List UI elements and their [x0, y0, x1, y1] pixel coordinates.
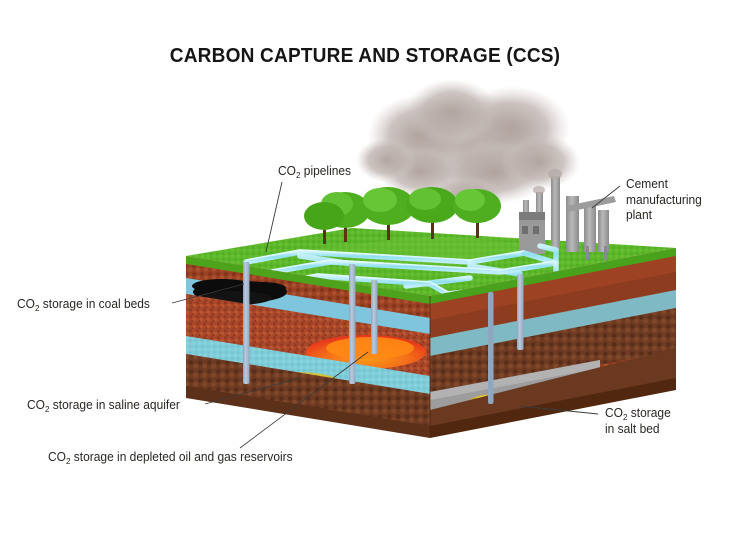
leader-cement: [591, 185, 621, 209]
callout-leader-lines: [171, 181, 621, 449]
subscript: 2: [44, 403, 50, 414]
depleted-oil-gas-reservoir: [306, 335, 426, 369]
label-line: in salt bed: [605, 422, 660, 437]
leader-depleted: [239, 351, 369, 449]
label-text: CO: [278, 164, 296, 178]
label-text: storage in coal beds: [39, 297, 150, 311]
label-co2-storage-saline-aquifer: CO2 storage in saline aquifer: [27, 398, 180, 414]
label-line: CO2 storage: [605, 406, 710, 422]
subscript: 2: [34, 302, 40, 313]
label-co2-storage-depleted-reservoirs: CO2 storage in depleted oil and gas rese…: [48, 450, 293, 466]
label-text: CO: [17, 297, 35, 311]
label-line: plant: [626, 208, 652, 223]
subscript: 2: [65, 455, 71, 466]
block-bottom-edge-right: [430, 378, 676, 438]
leader-coal-beds: [171, 283, 245, 304]
page-title: CARBON CAPTURE AND STORAGE (CCS): [169, 44, 561, 67]
leader-salt-bed: [519, 405, 599, 415]
label-text: CO: [48, 450, 66, 464]
label-line: Cement: [626, 177, 668, 191]
injection-wells: [243, 262, 524, 404]
label-co2-storage-salt-bed: CO2 storage in salt bed: [605, 406, 710, 437]
label-text: storage in saline aquifer: [49, 398, 180, 412]
tree-row: [304, 187, 501, 244]
label-text: pipelines: [300, 164, 352, 178]
leader-pipelines: [265, 181, 283, 253]
smoke-plume: [356, 79, 580, 216]
subscript: 2: [295, 169, 301, 180]
leader-saline: [204, 377, 301, 405]
cement-manufacturing-plant: [519, 169, 616, 260]
label-line: manufacturing: [626, 192, 702, 207]
coal-bed-deposit: [192, 279, 287, 305]
label-text: CO: [27, 398, 45, 412]
block-bottom-edge-left: [186, 386, 430, 438]
label-co2-pipelines: CO2 pipelines: [278, 164, 351, 180]
label-cement-manufacturing-plant: Cement manufacturing plant: [626, 177, 721, 224]
label-text: storage in depleted oil and gas reservoi…: [70, 450, 293, 464]
label-text: storage: [627, 406, 671, 420]
subscript: 2: [622, 411, 628, 422]
label-text: CO: [605, 406, 623, 420]
label-co2-storage-coal-beds: CO2 storage in coal beds: [17, 297, 150, 313]
